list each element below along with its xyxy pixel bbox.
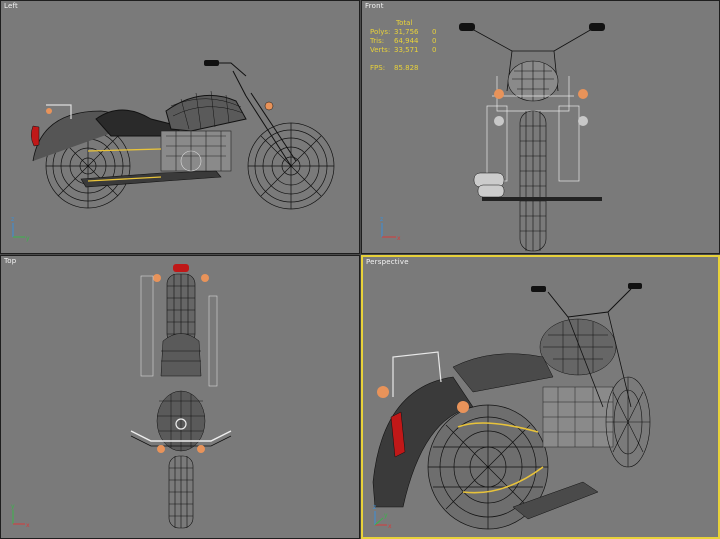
headlight <box>264 101 274 111</box>
turn-signal-right <box>578 89 588 99</box>
stats-polys-label: Polys: <box>370 28 391 36</box>
drive-chain <box>87 148 162 182</box>
statistics-overlay: Total Polys:31,756 0 Tris: 64,944 0 Verts:3… <box>370 19 450 73</box>
handlebar-grip <box>204 60 219 66</box>
stats-fps-value: 85.828 <box>394 64 419 72</box>
left-grip <box>459 23 475 31</box>
axis-z-label: z <box>373 504 376 511</box>
axis-x-label: x <box>388 523 392 530</box>
sissy-bar-persp <box>392 351 442 397</box>
stats-tris-selected: 0 <box>432 37 437 45</box>
axis-y-label: y <box>26 235 30 242</box>
stats-verts-selected: 0 <box>432 46 437 54</box>
headlight-housing <box>507 60 559 102</box>
stats-tris-value: 64,944 <box>394 37 419 45</box>
right-grip <box>589 23 605 31</box>
motorcycle-front-wireframe <box>459 23 605 252</box>
exhaust-persp <box>512 481 599 520</box>
front-wheel-persp <box>605 376 651 468</box>
rear-wheel-persp <box>427 404 549 530</box>
motorcycle-perspective-wireframe <box>372 283 651 530</box>
fuel-cap <box>175 418 187 430</box>
fuel-tank <box>165 94 247 132</box>
axis-gizmo-top: y x <box>11 503 30 529</box>
sissy-bar <box>46 104 72 119</box>
axis-x-label: x <box>26 522 30 529</box>
viewport-left-label[interactable]: Left <box>4 2 18 10</box>
tail-light-top <box>173 264 189 272</box>
viewport-front[interactable]: Front Total Polys:31,756 0 Tris: 64,944 0 V… <box>361 0 720 254</box>
tail-light <box>31 125 40 147</box>
motorcycle-top-wireframe <box>130 264 232 529</box>
viewport-top[interactable]: Top y x <box>0 255 360 539</box>
tail-light-persp <box>390 411 406 458</box>
axis-y-label: y <box>384 512 388 519</box>
viewport-front-label[interactable]: Front <box>365 2 384 10</box>
axis-gizmo-perspective: z x y <box>373 504 392 530</box>
axis-gizmo-front: z x <box>380 216 401 242</box>
engine <box>160 130 232 172</box>
tank-persp <box>539 318 617 376</box>
viewport-top-label[interactable]: Top <box>4 257 17 265</box>
axis-z-label: z <box>11 216 14 223</box>
handlebar-persp <box>547 288 632 318</box>
stats-fps-label: FPS: <box>370 64 386 72</box>
seat-persp <box>452 353 554 393</box>
stats-polys-value: 31,756 <box>394 28 419 36</box>
axis-gizmo-left: z y <box>11 216 30 242</box>
viewport-perspective-label[interactable]: Perspective <box>366 258 409 266</box>
stats-verts-label: Verts: <box>370 46 391 54</box>
front-wheel-top <box>168 455 194 529</box>
engine-persp <box>542 386 614 448</box>
axis-x-label: x <box>397 235 401 242</box>
handlebar-top <box>130 430 232 442</box>
motorcycle-side-wireframe <box>31 60 335 210</box>
exhaust-pipe <box>80 170 222 188</box>
turn-signal <box>46 108 52 114</box>
stats-tris-label: Tris: <box>370 37 385 45</box>
front-tire <box>519 110 547 252</box>
viewport-perspective[interactable]: Perspective <box>361 255 720 539</box>
turn-signal-left <box>494 89 504 99</box>
axis-y-label: y <box>11 503 15 510</box>
axis-z-label: z <box>380 216 383 223</box>
stats-polys-selected: 0 <box>432 28 437 36</box>
stats-verts-value: 33,571 <box>394 46 419 54</box>
viewport-left[interactable]: Left <box>0 0 360 254</box>
stats-header: Total <box>396 19 413 27</box>
exhaust-end <box>473 172 505 198</box>
chain-persp <box>457 422 544 494</box>
